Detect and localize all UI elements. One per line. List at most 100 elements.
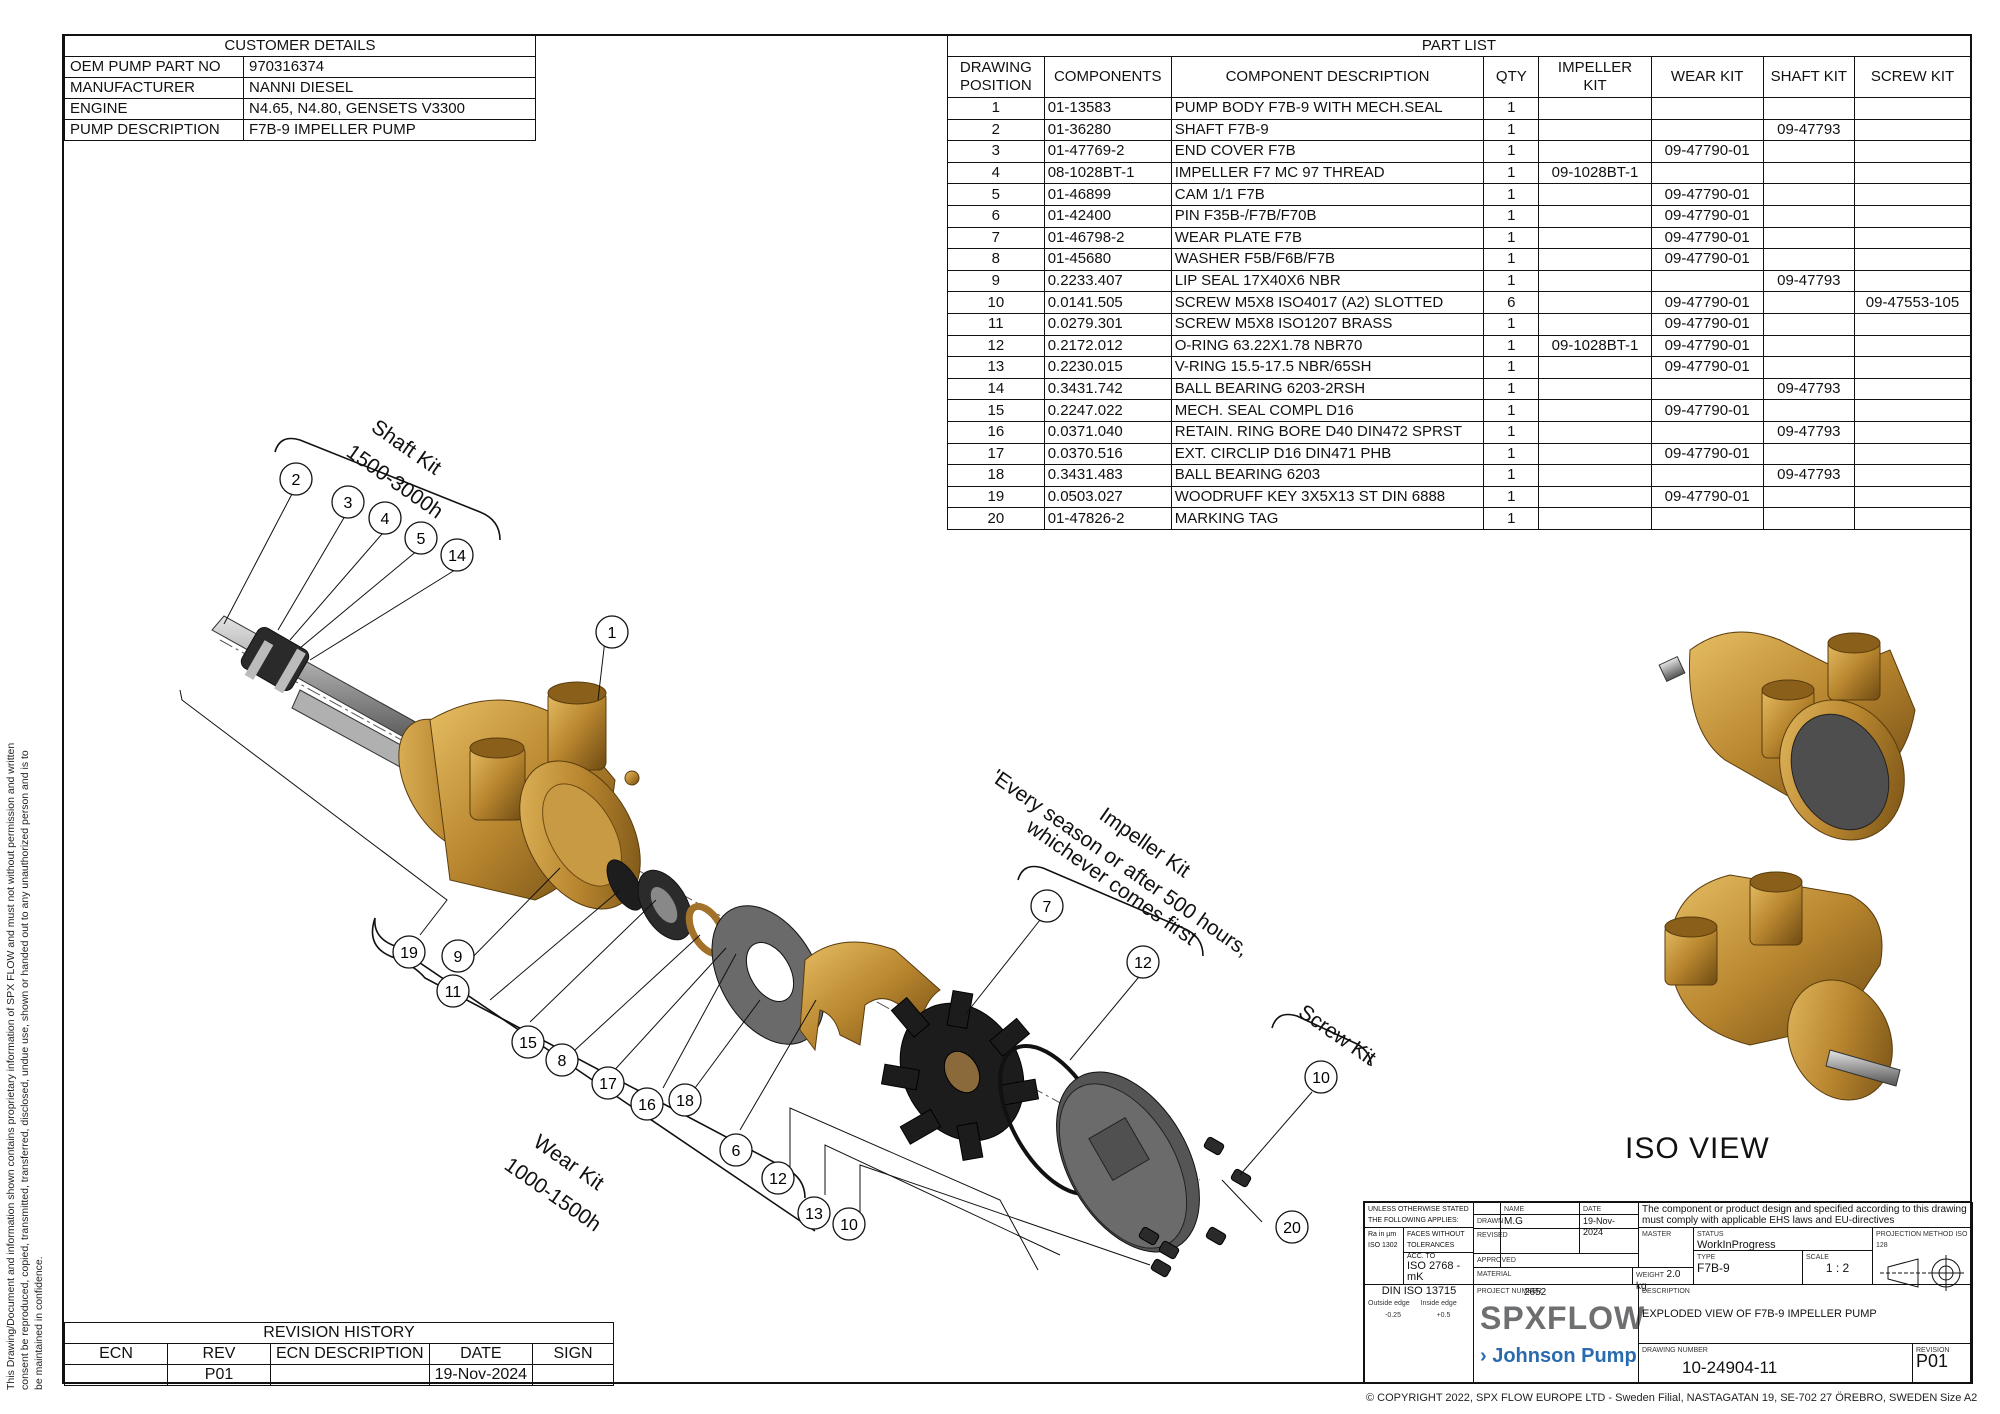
compliance-note: The component or product design and spec… xyxy=(1638,1202,1973,1228)
general-note: UNLESS OTHERWISE STATED THE FOLLOWING AP… xyxy=(1364,1202,1474,1228)
balloon-number: 10 xyxy=(1312,1070,1330,1087)
date-label: DATE xyxy=(1583,1206,1602,1213)
part-list-cell: 0.0141.505 xyxy=(1043,291,1172,314)
customer-value: NANNI DIESEL xyxy=(243,77,536,99)
balloon-circle xyxy=(404,521,438,555)
revision-header: ECN DESCRIPTION xyxy=(270,1343,430,1365)
part-list-cell: 01-36280 xyxy=(1043,118,1172,142)
part-list-cell xyxy=(1854,507,1971,530)
faces-note: FACES WITHOUT TOLERANCES ACC. TO xyxy=(1403,1227,1474,1260)
impeller-kit-interval: 'Every season or after 500 hours, xyxy=(987,765,1253,961)
part-list-cell: 09-47790-01 xyxy=(1650,226,1764,250)
balloon-circle xyxy=(1304,1060,1338,1094)
iso-view-label: ISO VIEW xyxy=(1625,1132,1770,1165)
part-list-cell: 09-47790-01 xyxy=(1650,485,1764,509)
edge-spec: DIN ISO 13715 Outside edge Inside edge -… xyxy=(1364,1284,1474,1384)
tolerance-standard: ISO 2768 - mK xyxy=(1403,1252,1474,1285)
part-list-cell: 09-47790-01 xyxy=(1650,248,1764,271)
part-list-cell: 7 xyxy=(947,226,1045,250)
balloon-circle xyxy=(436,974,470,1008)
approved-label-cell: APPROVED xyxy=(1473,1253,1516,1268)
part-list-cell: LIP SEAL 17X40X6 NBR xyxy=(1170,269,1485,293)
part-list-cell: 09-47790-01 xyxy=(1650,183,1764,206)
balloon-circle xyxy=(1030,889,1064,923)
part-list-cell: 09-47793 xyxy=(1762,377,1856,401)
balloon-circle xyxy=(630,1087,664,1121)
part-list-header: SHAFT KIT xyxy=(1762,56,1856,98)
approved-by xyxy=(1500,1253,1639,1268)
balloon-number: 13 xyxy=(805,1206,823,1223)
johnson-pump-logo: › Johnson Pump xyxy=(1480,1345,1637,1367)
part-list-header: COMPONENTS xyxy=(1043,56,1172,98)
project-value: 2652 xyxy=(1524,1287,1547,1298)
balloon-number: 19 xyxy=(400,945,418,962)
outside-edge-value: -0.25 xyxy=(1385,1312,1401,1319)
part-list-cell: 0.3431.742 xyxy=(1043,377,1172,401)
part-list-cell: MARKING TAG xyxy=(1170,507,1485,530)
part-list-cell: 01-13583 xyxy=(1043,97,1172,120)
part-list-title: PART LIST xyxy=(947,35,1971,57)
balloon-number: 17 xyxy=(599,1076,617,1093)
part-list-cell: 01-42400 xyxy=(1043,204,1172,228)
balloon-number: 15 xyxy=(519,1035,537,1052)
copyright-notice: © COPYRIGHT 2022, SPX FLOW EUROPE LTD - … xyxy=(1366,1392,1938,1404)
part-list-cell: BALL BEARING 6203 xyxy=(1170,464,1485,487)
projection-cell: PROJECTION METHOD ISO 128 xyxy=(1872,1227,1973,1291)
balloon-number: 11 xyxy=(445,984,462,1001)
balloon-circle xyxy=(511,1025,545,1059)
part-list-cell: 17 xyxy=(947,442,1045,466)
part-list-cell: 01-47826-2 xyxy=(1043,507,1172,530)
part-list-cell: 16 xyxy=(947,420,1045,444)
balloon-number: 6 xyxy=(732,1143,741,1160)
part-list-cell xyxy=(1762,140,1856,163)
roughness-note: Ra in µm ISO 1302 xyxy=(1364,1227,1404,1285)
impeller xyxy=(880,989,1040,1162)
part-list-cell: END COVER F7B xyxy=(1170,140,1485,163)
part-list-cell: WASHER F5B/F6B/F7B xyxy=(1170,248,1485,271)
balloon-number: 5 xyxy=(417,531,426,548)
project-label: PROJECT NUMBER xyxy=(1477,1288,1542,1295)
status-value: WorkInProgress xyxy=(1697,1239,1776,1251)
scale-value: 1 : 2 xyxy=(1825,1261,1850,1275)
part-list-cell: 08-1028BT-1 xyxy=(1043,161,1172,185)
part-list-cell xyxy=(1762,161,1856,185)
part-list-cell xyxy=(1854,226,1971,250)
part-list-cell: 1 xyxy=(1483,204,1540,228)
customer-key: ENGINE xyxy=(64,98,244,120)
drawn-label: DRAWN xyxy=(1477,1218,1504,1225)
part-list-cell xyxy=(1854,118,1971,142)
part-list-cell: 09-47793 xyxy=(1762,269,1856,293)
revision-cell: 19-Nov-2024 xyxy=(428,1364,534,1386)
part-list-cell xyxy=(1762,204,1856,228)
projection-symbol-icon xyxy=(1880,1255,1964,1291)
part-list-cell xyxy=(1538,204,1652,228)
part-list-cell: 0.2247.022 xyxy=(1043,399,1172,422)
balloon-circle xyxy=(441,939,475,973)
part-list-cell: 2 xyxy=(947,118,1045,142)
drawn-by: M.G xyxy=(1500,1214,1580,1229)
balloon-circle xyxy=(591,1066,625,1100)
part-list-cell: WEAR PLATE F7B xyxy=(1170,226,1485,250)
balloon-number: 10 xyxy=(840,1217,858,1234)
part-list-cell: IMPELLER F7 MC 97 THREAD xyxy=(1170,161,1485,185)
revision-cell xyxy=(270,1364,430,1386)
part-list-cell: 0.0370.516 xyxy=(1043,442,1172,466)
part-list-cell: 1 xyxy=(1483,140,1540,163)
part-list-header: COMPONENT DESCRIPTION xyxy=(1170,56,1485,98)
sheet-size: Size A2 xyxy=(1940,1392,1978,1404)
